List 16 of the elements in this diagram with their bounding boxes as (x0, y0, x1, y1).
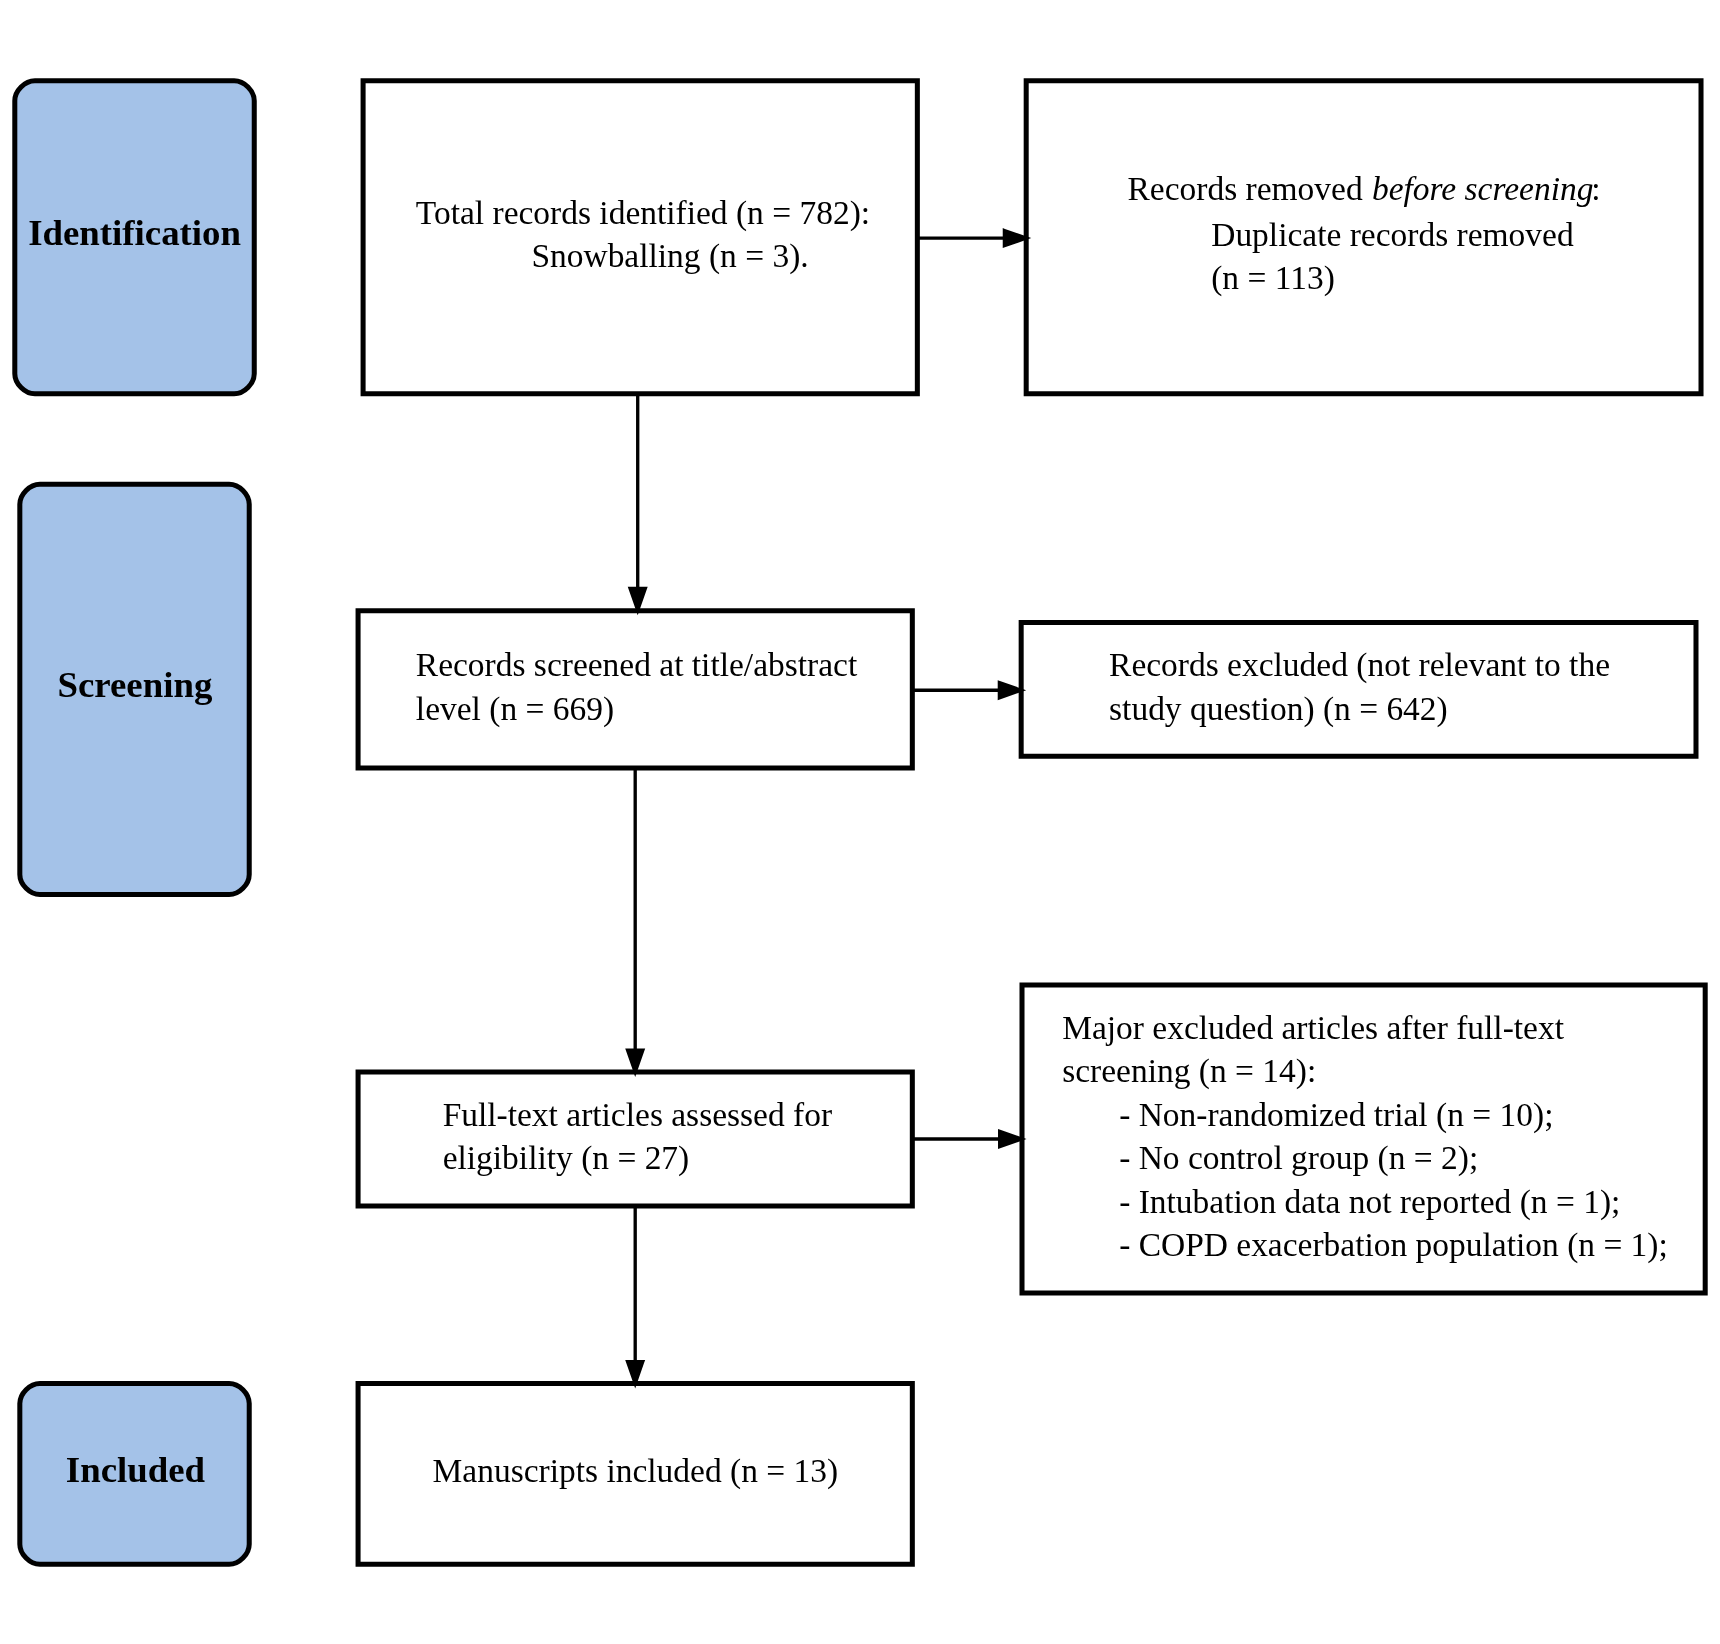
arrow (912, 679, 1027, 700)
arrow (625, 1206, 646, 1388)
node-box: Major excluded articles after full-text screening (n = 14): - Non-randomized trial (n = 10); - No control group (n = 2); - Intubation data not reported (n = 1); - COPD exacerbation population (n = 1); (1019, 981, 1708, 1296)
node-box: Manuscripts included (n = 13) (355, 1380, 915, 1567)
arrow (917, 227, 1032, 248)
arrow (625, 767, 646, 1077)
node-box: Included (17, 1380, 252, 1567)
arrow (627, 393, 648, 615)
node-box: Records excluded (not relevant to the study question) (n = 642) (1018, 619, 1699, 759)
node-box: Records removed before screening: Duplicate records removed (n = 113) (1023, 77, 1704, 396)
node-box: Full-text articles assessed for eligibility (n = 27) (355, 1069, 915, 1208)
node-box: Records screened at title/abstract level (n = 669) (355, 607, 915, 771)
arrow (912, 1128, 1027, 1149)
node-box: Screening (17, 481, 252, 897)
node-box: Total records identified (n = 782): Snowballing (n = 3). (360, 77, 920, 396)
node-box: Identification (12, 77, 257, 396)
